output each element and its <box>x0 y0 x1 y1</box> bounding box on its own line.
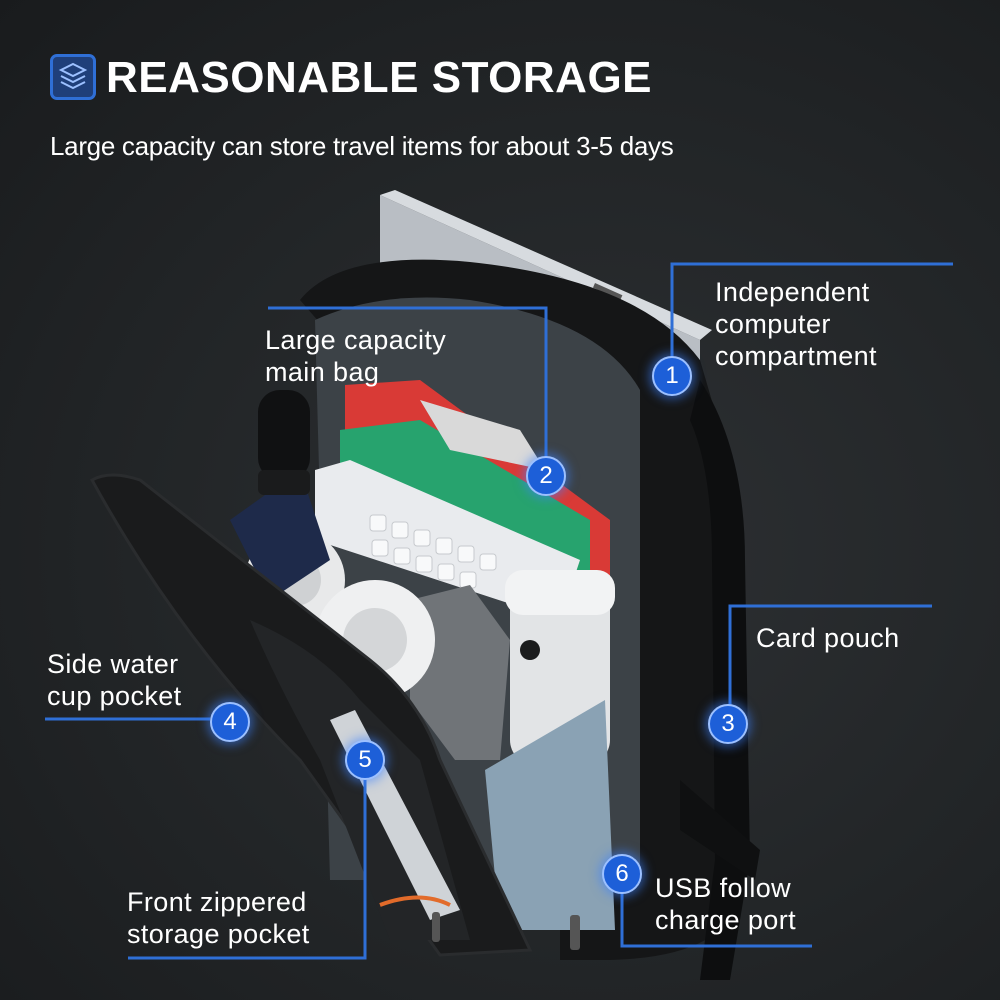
callout-badge-5: 5 <box>345 740 385 780</box>
callout-lines <box>45 262 953 960</box>
callout-label-4: Side water cup pocket <box>47 649 182 711</box>
callout-line-3 <box>728 604 932 720</box>
callout-line-6 <box>620 872 812 948</box>
orange-accent-trim <box>379 895 451 907</box>
umbrella-image <box>230 390 330 600</box>
callout-line-1 <box>670 262 953 372</box>
zipper-pull <box>570 915 580 950</box>
zipper-pull <box>432 912 440 942</box>
gray-pouch-image <box>410 585 510 760</box>
inner-lining <box>485 700 615 930</box>
layers-icon-glyph <box>58 62 88 90</box>
callout-badge-6: 6 <box>602 854 642 894</box>
callout-label-6: USB follow charge port <box>655 873 796 935</box>
callout-label-1: Independent computer compartment <box>715 277 877 371</box>
callout-line-5 <box>128 760 367 960</box>
callout-badge-4: 4 <box>210 702 250 742</box>
callout-badge-3: 3 <box>708 704 748 744</box>
callout-label-2: Large capacity main bag <box>265 325 447 387</box>
layers-icon <box>50 54 96 100</box>
page-subtitle: Large capacity can store travel items fo… <box>50 131 674 161</box>
callout-label-5: Front zippered storage pocket <box>127 887 310 949</box>
page-title: REASONABLE STORAGE <box>106 53 653 102</box>
strap-buckle <box>680 780 760 880</box>
callout-badge-1: 1 <box>652 356 692 396</box>
callout-line-2 <box>268 306 548 470</box>
callout-label-3: Card pouch <box>756 623 900 653</box>
callout-badge-2: 2 <box>526 456 566 496</box>
